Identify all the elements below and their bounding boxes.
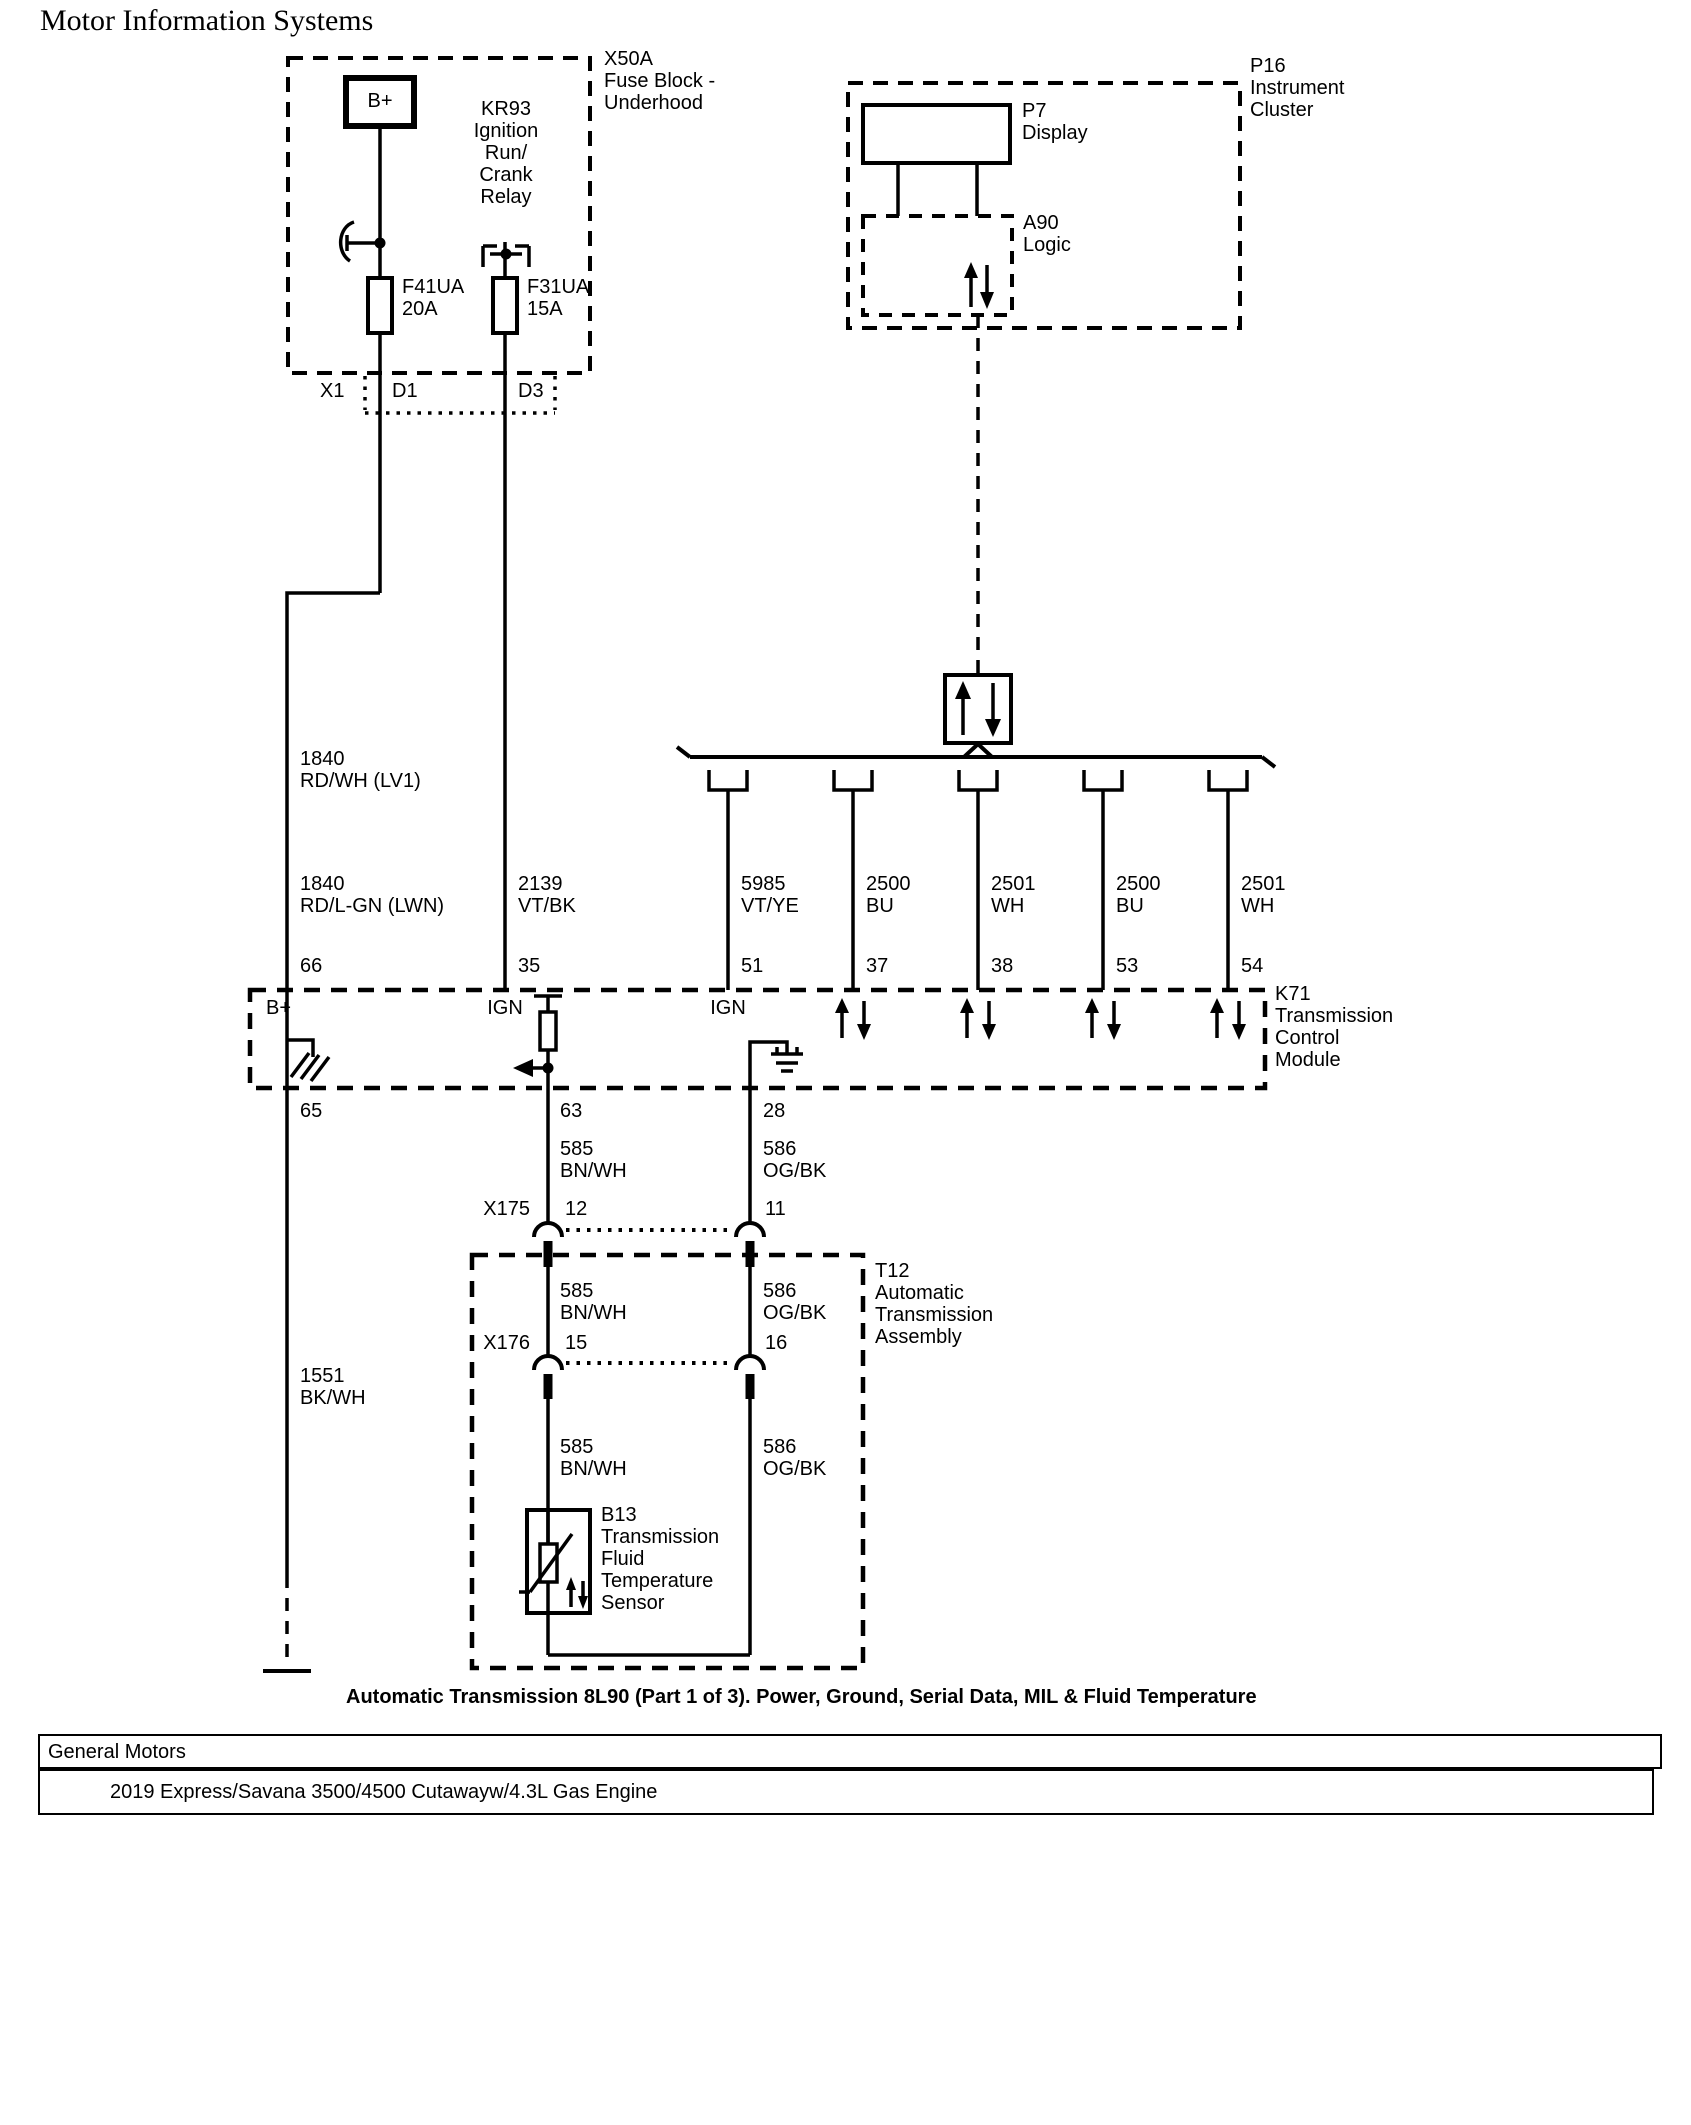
wire-2501b-label: 2501 WH <box>1241 873 1286 917</box>
instrument-cluster-outline <box>846 81 1242 330</box>
pin-12-label: 12 <box>565 1198 588 1220</box>
wire-2501a-label: 2501 WH <box>991 873 1036 917</box>
fuse-f31ua-icon <box>491 242 519 990</box>
tcm-internal-ground-chassis-icon <box>285 990 331 1088</box>
wire-2139-label: 2139 VT/BK <box>518 873 576 917</box>
tcm-ign-right-label: IGN <box>710 997 746 1019</box>
battery-feed-wire <box>285 591 380 990</box>
footer-manufacturer-row: General Motors <box>38 1734 1662 1769</box>
pin-38-label: 38 <box>991 955 1014 977</box>
vehicle-label: 2019 Express/Savana 3500/4500 Cutawayw/4… <box>110 1781 658 1803</box>
pin-66-label: 66 <box>300 955 323 977</box>
relay-label: KR93 Ignition Run/ Crank Relay <box>473 98 539 208</box>
battery-terminal-label: B+ <box>367 90 393 112</box>
diagram-caption: Automatic Transmission 8L90 (Part 1 of 3… <box>346 1686 1257 1708</box>
pin-54-label: 54 <box>1241 955 1264 977</box>
logic-label: A90 Logic <box>1023 212 1071 256</box>
transmission-assembly-outline <box>469 1252 866 1671</box>
pin-15-label: 15 <box>565 1332 588 1354</box>
connector-x176-label: X176 <box>483 1332 530 1354</box>
connector-x1-outline <box>363 376 557 415</box>
wire-2500b-label: 2500 BU <box>1116 873 1161 917</box>
bus-drop-connectors <box>707 770 1249 990</box>
fuse-right-label: F31UA 15A <box>527 276 590 320</box>
pin-37-label: 37 <box>866 955 889 977</box>
logic-box <box>861 214 1014 317</box>
wire-586c-label: 586 OG/BK <box>763 1436 827 1480</box>
wire-586-run <box>734 1088 766 1655</box>
fuse-f41ua-icon <box>366 126 394 593</box>
wire-2500a-label: 2500 BU <box>866 873 911 917</box>
wire-1840-lwn-label: 1840 RD/L-GN (LWN) <box>300 873 445 917</box>
tcm-bplus-label: B+ <box>266 997 292 1019</box>
wire-5985-label: 5985 VT/YE <box>741 873 799 917</box>
wire-585c-label: 585 BN/WH <box>560 1436 627 1480</box>
pin-63-label: 63 <box>560 1100 583 1122</box>
temp-sensor-box <box>519 1508 750 1657</box>
tcm-serial-updown-arrows <box>835 998 1246 1040</box>
display-box <box>861 103 1012 165</box>
transmission-assembly-label: T12 Automatic Transmission Assembly <box>875 1260 994 1348</box>
connector-x175-label: X175 <box>483 1198 530 1220</box>
tcm-label: K71 Transmission Control Module <box>1275 983 1394 1071</box>
display-label: P7 Display <box>1022 100 1088 144</box>
pin-53-label: 53 <box>1116 955 1139 977</box>
wire-1840-lv1-label: 1840 RD/WH (LV1) <box>300 748 421 792</box>
connector-x1-label: X1 <box>320 380 345 402</box>
fuse-left-label: F41UA 20A <box>402 276 465 320</box>
serial-data-bus <box>675 741 1277 769</box>
tcm-internal-ground-signal-icon <box>748 1040 803 1088</box>
pin-35-label: 35 <box>518 955 541 977</box>
ground-wire-1551 <box>263 1088 311 1673</box>
fuse-block-label: X50A Fuse Block - Underhood <box>604 48 716 114</box>
sensor-updown-arrows-icon <box>566 1577 588 1609</box>
footer-vehicle-row[interactable]: 2019 Express/Savana 3500/4500 Cutawayw/4… <box>38 1769 1654 1815</box>
pin-28-label: 28 <box>763 1100 786 1122</box>
pin-16-label: 16 <box>765 1332 788 1354</box>
wire-1551-label: 1551 BK/WH <box>300 1365 366 1409</box>
wire-586a-label: 586 OG/BK <box>763 1138 827 1182</box>
tcm-pullup-resistor-icon <box>513 994 562 1088</box>
temp-sensor-label: B13 Transmission Fluid Temperature Senso… <box>601 1504 720 1614</box>
logic-updown-arrows-icon <box>964 262 994 309</box>
wire-585a-label: 585 BN/WH <box>560 1138 627 1182</box>
wire-586b-label: 586 OG/BK <box>763 1280 827 1324</box>
wire-585-run <box>532 1088 564 1544</box>
transceiver-box <box>943 673 1013 745</box>
pin-51-label: 51 <box>741 955 764 977</box>
tcm-ign-left-label: IGN <box>487 997 523 1019</box>
page-title: Motor Information Systems <box>40 4 374 37</box>
terminal-d3-label: D3 <box>518 380 544 402</box>
pin-65-label: 65 <box>300 1100 323 1122</box>
tcm-outline <box>247 987 1268 1091</box>
instrument-cluster-label: P16 Instrument Cluster <box>1250 55 1345 121</box>
pin-11-label: 11 <box>765 1198 786 1220</box>
manufacturer-label: General Motors <box>48 1740 186 1763</box>
wire-585b-label: 585 BN/WH <box>560 1280 627 1324</box>
terminal-d1-label: D1 <box>392 380 418 402</box>
